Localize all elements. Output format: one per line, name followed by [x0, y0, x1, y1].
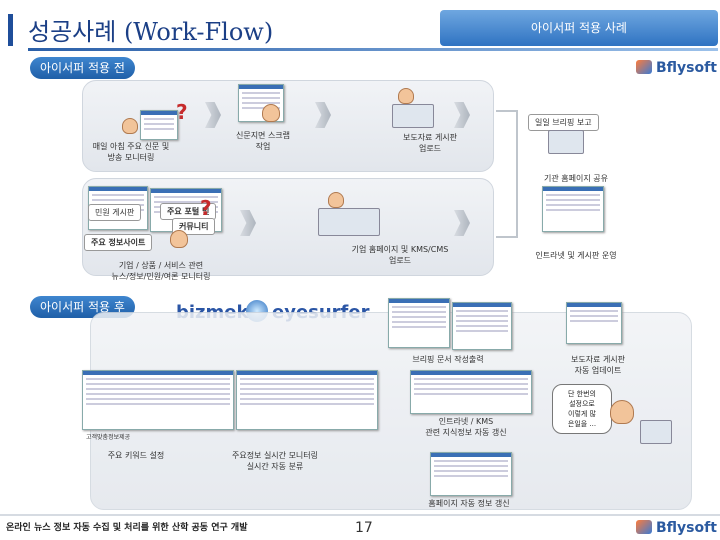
step-kms-upload: 기업 홈페이지 및 KMS/CMS 업로드: [340, 244, 460, 266]
step-press-upload: 보도자료 게시판 업로드: [390, 132, 470, 154]
confused-person-icon: [170, 230, 188, 248]
step-press-auto: 보도자료 게시판 자동 업데이트: [540, 354, 656, 376]
step-monitoring: 매일 아침 주요 신문 및 방송 모니터링: [65, 141, 197, 163]
briefing-computer-icon: [548, 130, 584, 154]
step-kms-sync: 인트라넷 / KMS 관련 지식정보 자동 갱신: [396, 416, 536, 438]
step-keyword-setup: 주요 키워드 설정: [86, 450, 186, 461]
footer-project-title: 온라인 뉴스 정보 자동 수집 및 처리를 위한 산학 공동 연구 개발: [6, 520, 247, 533]
step-site-monitoring: 기업 / 상품 / 서비스 관련 뉴스/정보/민원/여론 모니터링: [96, 260, 226, 282]
desk-computer-icon: [392, 104, 434, 128]
office-worker-icon: [398, 88, 414, 104]
briefing-document-thumbnail: [388, 298, 450, 348]
step-realtime: 주요정보 실시간 모니터링 실시간 자동 분류: [210, 450, 340, 472]
kms-screenshot: [410, 370, 532, 414]
merge-bracket: [496, 110, 518, 238]
title-underline: [28, 48, 718, 51]
bflysoft-logo-bottom: Bflysoft: [636, 520, 717, 536]
bflysoft-logo-top: Bflysoft: [636, 60, 717, 76]
page-title: 성공사례 (Work-Flow): [28, 12, 273, 47]
office-worker-icon: [328, 192, 344, 208]
bflysoft-logo-text: Bflysoft: [656, 520, 717, 536]
person-icon: [122, 118, 138, 134]
worker-icon: [262, 104, 280, 122]
briefing-document-thumbnail-2: [452, 302, 512, 350]
step-intranet: 인트라넷 및 게시판 운영: [516, 250, 636, 261]
monitoring-app-screenshot: [236, 370, 378, 430]
workstation-icon: [640, 420, 672, 444]
step-briefing-doc: 브리핑 문서 작성출력: [386, 354, 510, 365]
bflysoft-logo-icon: [636, 60, 652, 74]
civil-board-label: 민원 게시판: [88, 204, 141, 221]
question-mark-icon: ?: [200, 196, 212, 220]
eyesurfer-app-screenshot: [82, 370, 234, 430]
screen-caption: 고객맞춤정보제공: [86, 432, 156, 443]
smiling-person-icon: [610, 400, 634, 424]
page-number: 17: [355, 520, 373, 536]
press-board-screenshot: [566, 302, 622, 344]
step-homepage-share: 기관 홈페이지 공유: [528, 173, 624, 184]
speech-bubble: 단 한번의 설정으로 이렇게 많 은일을 ...: [552, 384, 612, 434]
title-accent-bar: [8, 14, 13, 46]
step-briefing: 일일 브리핑 보고: [528, 114, 599, 131]
homepage-auto-screenshot: [430, 452, 512, 496]
header-badge-label: 아이서퍼 적용 사례: [440, 10, 718, 46]
footer-divider: [0, 514, 720, 516]
newspaper-thumbnail: [140, 110, 178, 140]
bflysoft-logo-text: Bflysoft: [656, 60, 717, 76]
header-badge: 아이서퍼 적용 사례: [440, 10, 718, 46]
info-site-label: 주요 정보사이트: [84, 234, 152, 251]
step-scrap: 신문지면 스크랩 작업: [228, 130, 298, 152]
step-homepage-auto: 홈페이지 자동 정보 갱신: [404, 498, 534, 509]
homepage-screenshot: [542, 186, 604, 232]
bflysoft-logo-icon: [636, 520, 652, 534]
section-before-label: 아이서퍼 적용 전: [30, 57, 135, 79]
desk-computers-icon: [318, 208, 380, 236]
